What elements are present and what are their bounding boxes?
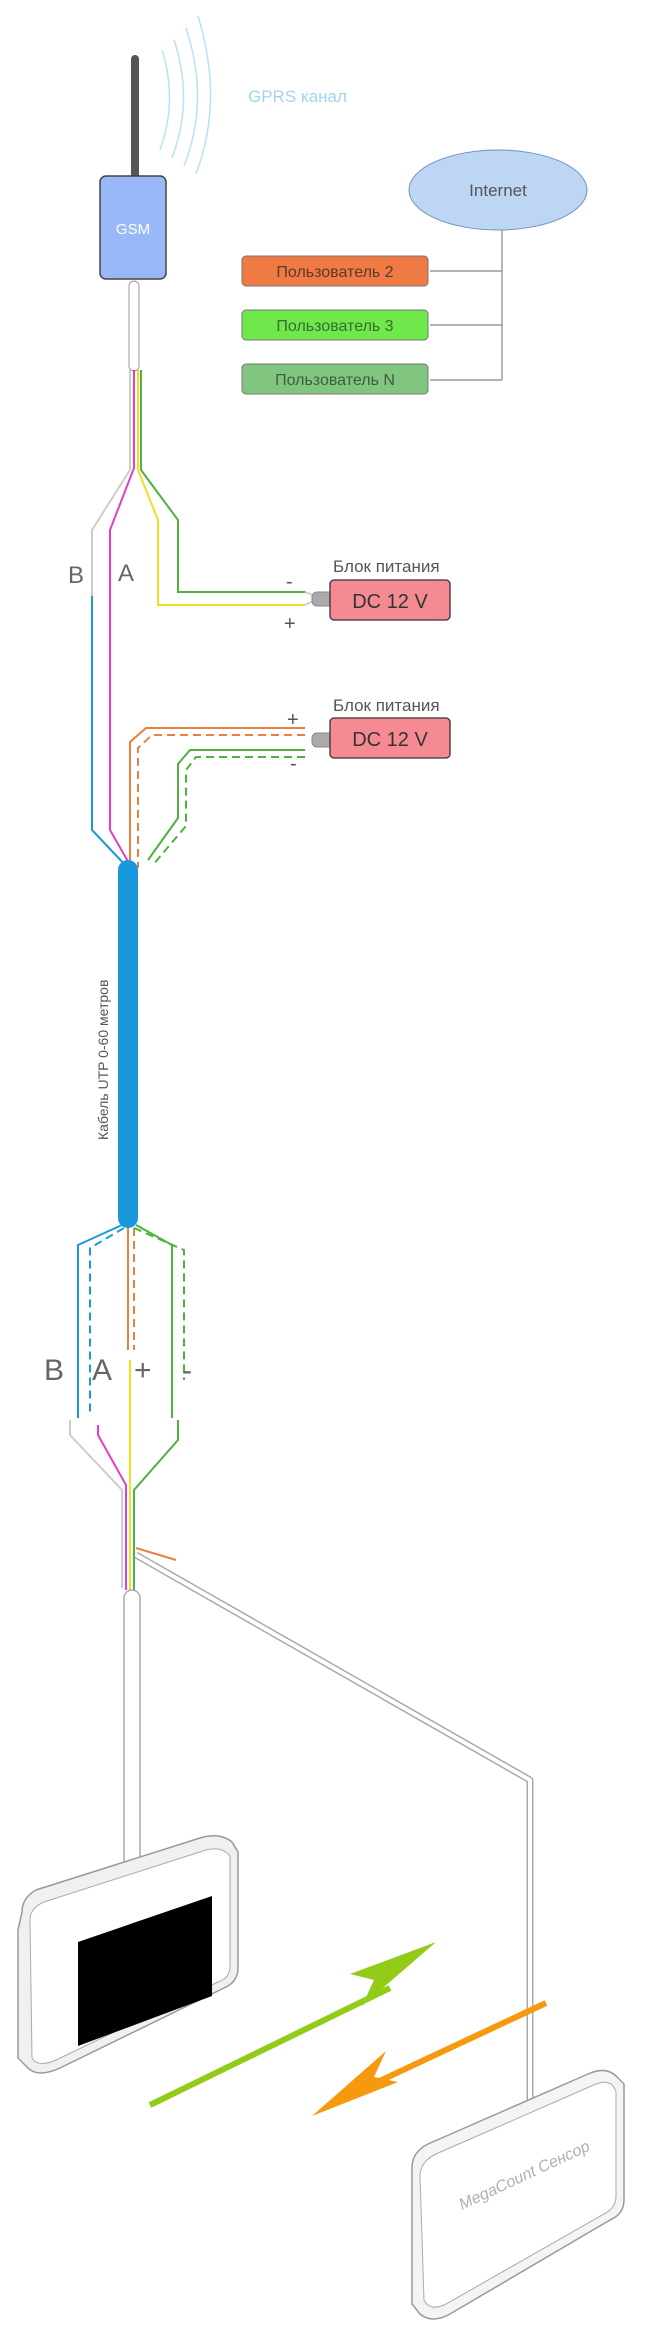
gsm-cable-sheath bbox=[128, 280, 140, 372]
utp-cable bbox=[118, 860, 138, 1228]
internet-label: Internet bbox=[469, 181, 527, 200]
direction-arrow-green-icon bbox=[148, 1942, 436, 2108]
ps2-title: Блок питания bbox=[333, 696, 440, 715]
display-device bbox=[17, 1835, 239, 2074]
signal-waves-icon bbox=[159, 15, 212, 175]
internet-cloud: Internet bbox=[408, 149, 588, 231]
megacount-sensor: MegaCount Сенсор bbox=[411, 2069, 625, 2320]
gsm-modem: GSM bbox=[99, 175, 167, 280]
user-3-box: Пользователь 3 bbox=[241, 309, 429, 341]
gprs-channel-label: GPRS канал bbox=[248, 87, 347, 106]
sensor-wire-bundle bbox=[69, 1224, 185, 1590]
ps1-title: Блок питания bbox=[333, 557, 440, 576]
cable-label: Кабель UTP 0-60 метров bbox=[95, 980, 111, 1140]
internet-links bbox=[430, 230, 503, 381]
gsm-label: GSM bbox=[116, 221, 150, 238]
ps2-minus: - bbox=[290, 753, 297, 775]
ps1-label: DC 12 V bbox=[352, 591, 428, 613]
display-screen bbox=[78, 1896, 212, 2046]
wire-label-b-bottom: B bbox=[44, 1354, 64, 1387]
power-supply-1: Блок питания DC 12 V - + bbox=[284, 557, 451, 635]
wire-labels-top: B A bbox=[68, 560, 134, 589]
direction-arrow-orange-icon bbox=[312, 2000, 548, 2116]
power-supply-2: Блок питания DC 12 V + - bbox=[287, 696, 451, 775]
user-3-label: Пользователь 3 bbox=[276, 318, 393, 335]
display-cable-sheath bbox=[123, 1589, 141, 1891]
wire-labels-bottom: B A + - bbox=[44, 1354, 192, 1387]
ps2-wire-bundle bbox=[129, 727, 305, 868]
user-2-box: Пользователь 2 bbox=[241, 255, 429, 287]
wire-label-b: B bbox=[68, 562, 84, 589]
ps2-label: DC 12 V bbox=[352, 729, 428, 751]
wire-label-minus-bottom: - bbox=[182, 1354, 192, 1387]
sensor-cable-outline bbox=[134, 1551, 534, 2115]
ps2-plus: + bbox=[287, 709, 299, 731]
user-2-label: Пользователь 2 bbox=[276, 264, 393, 281]
gprs-antenna bbox=[131, 15, 212, 180]
user-n-box: Пользователь N bbox=[241, 363, 429, 395]
ps1-minus: - bbox=[286, 571, 293, 593]
wire-label-plus-bottom: + bbox=[134, 1354, 152, 1387]
wire-label-a: A bbox=[118, 560, 134, 587]
sensor-cable bbox=[135, 1553, 532, 2115]
user-n-label: Пользователь N bbox=[275, 372, 395, 389]
wire-label-a-bottom: A bbox=[92, 1354, 112, 1387]
ps1-plus: + bbox=[284, 613, 296, 635]
antenna-rod bbox=[131, 55, 139, 180]
